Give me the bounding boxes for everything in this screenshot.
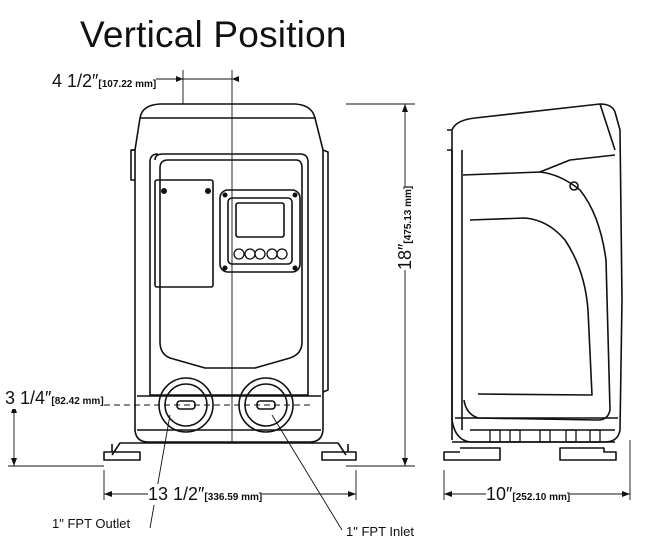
- outlet-callout: 1" FPT Outlet: [52, 516, 131, 531]
- height-imperial: 18″: [395, 243, 415, 270]
- top-width-metric: [107.22 mm]: [98, 79, 157, 90]
- dimension-arrows: [11, 76, 630, 497]
- port-height-imperial: 3 1/4″: [5, 388, 52, 408]
- port-height-dimension: 3 1/4″[82.42 mm]: [5, 388, 104, 409]
- port-height-metric: [82.42 mm]: [51, 396, 104, 407]
- dimension-lines: [8, 70, 631, 531]
- inlet-callout: 1" FPT Inlet: [346, 524, 414, 539]
- base-width-imperial: 13 1/2″: [148, 484, 205, 504]
- control-panel-buttons: [161, 188, 298, 271]
- side-view-pump: [443, 103, 623, 461]
- base-width-metric: [336.59 mm]: [204, 492, 263, 503]
- top-width-dimension: 4 1/2″[107.22 mm]: [52, 71, 157, 92]
- diagram-title: Vertical Position: [80, 14, 347, 55]
- side-view-fittings: [489, 429, 601, 443]
- height-dimension: 18″[475.13 mm]: [395, 185, 416, 270]
- depth-dimension: 10″[252.10 mm]: [486, 484, 571, 505]
- height-metric: [475.13 mm]: [403, 185, 414, 244]
- depth-imperial: 10″: [486, 484, 513, 504]
- top-width-imperial: 4 1/2″: [52, 71, 99, 91]
- front-view-pump: [103, 103, 357, 461]
- base-width-dimension: 13 1/2″[336.59 mm]: [148, 484, 263, 505]
- depth-metric: [252.10 mm]: [512, 492, 571, 503]
